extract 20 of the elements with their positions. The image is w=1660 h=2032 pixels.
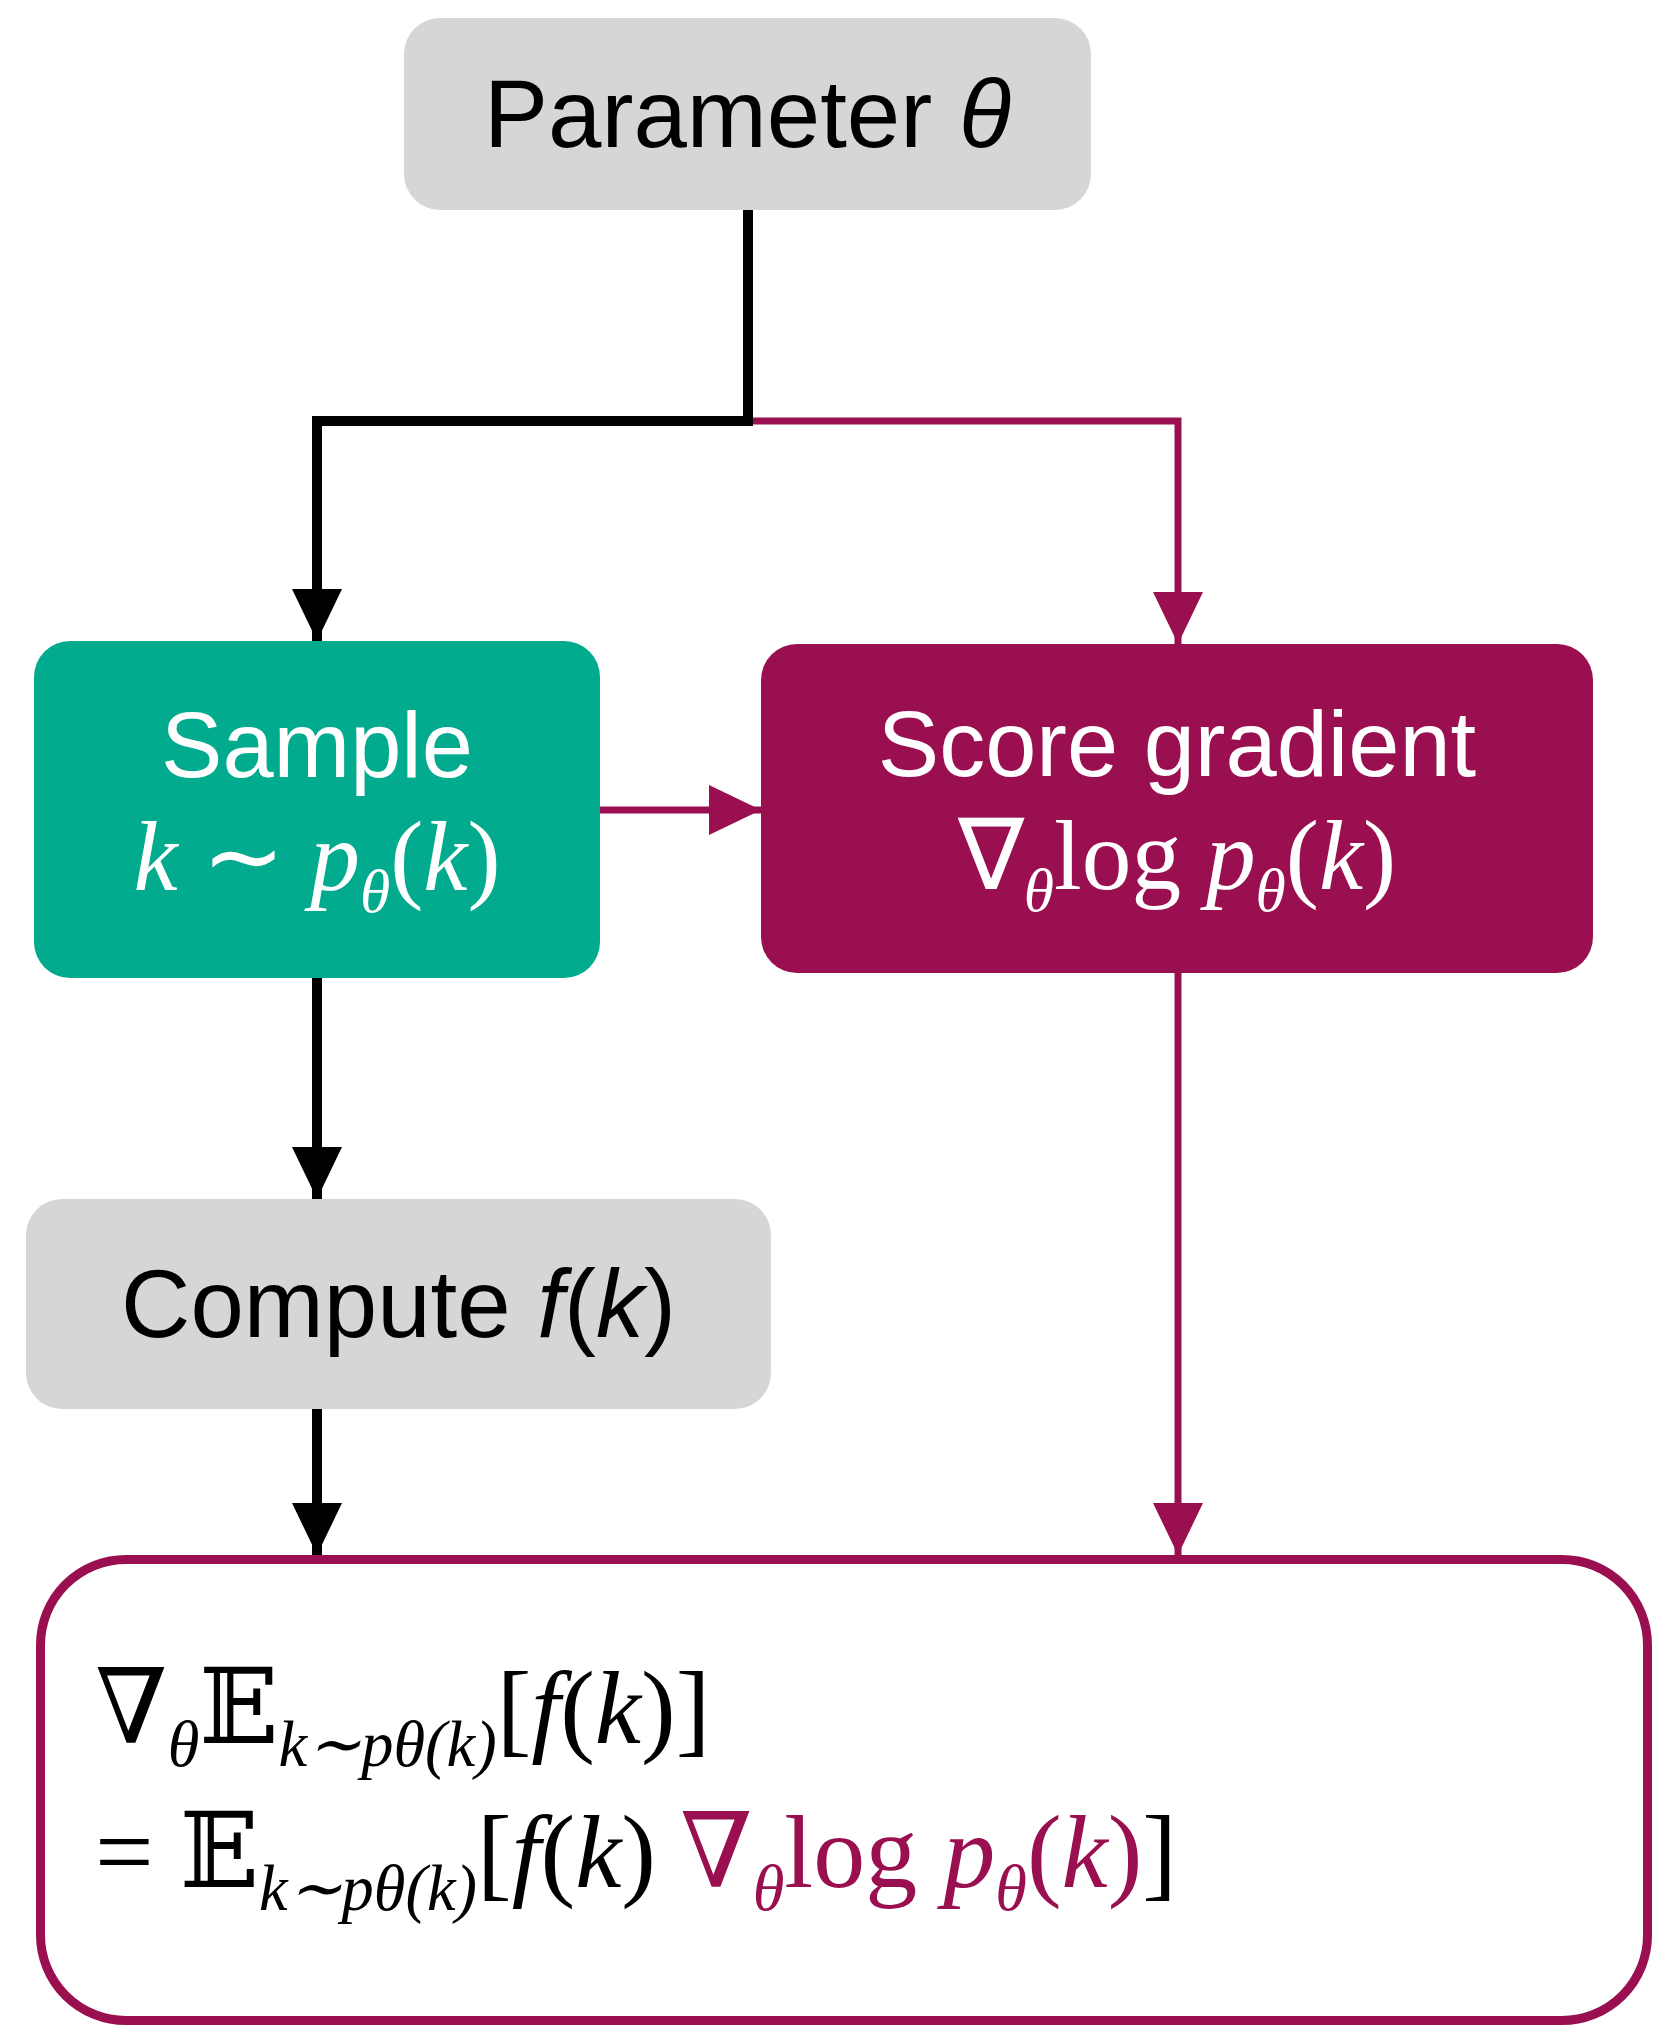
- box-label: Compute f(k): [121, 1248, 676, 1359]
- result-box: [36, 1555, 1652, 2025]
- arrow: [292, 210, 753, 641]
- formula-text: ∇$_{θ}$log p$_{θ}$(k): [957, 798, 1397, 926]
- arrow: [600, 785, 761, 835]
- box-label: Sample: [161, 692, 473, 798]
- arrow: [292, 978, 342, 1199]
- process-box: [26, 1199, 771, 1409]
- process-box: [761, 644, 1593, 973]
- formula-text: ∇$_{θ}$log p$_{θ}$(k): [680, 1793, 1143, 1926]
- formula-text: = 𝔼$_{k∼pθ(k)}$[f(k): [95, 1793, 656, 1926]
- arrow: [1153, 973, 1203, 1555]
- arrow: [292, 1409, 342, 1555]
- formula-text: ∇$_{θ}$𝔼$_{k∼pθ(k)}$[f(k)]: [95, 1649, 711, 1782]
- process-box: [34, 641, 600, 978]
- box-label: Score gradient: [877, 691, 1477, 797]
- formula-text: k ∼ p$_{θ}$(k): [133, 799, 501, 927]
- process-box: [404, 18, 1091, 210]
- formula-text: ]: [1142, 1793, 1177, 1912]
- box-label: Parameter θ: [484, 58, 1011, 169]
